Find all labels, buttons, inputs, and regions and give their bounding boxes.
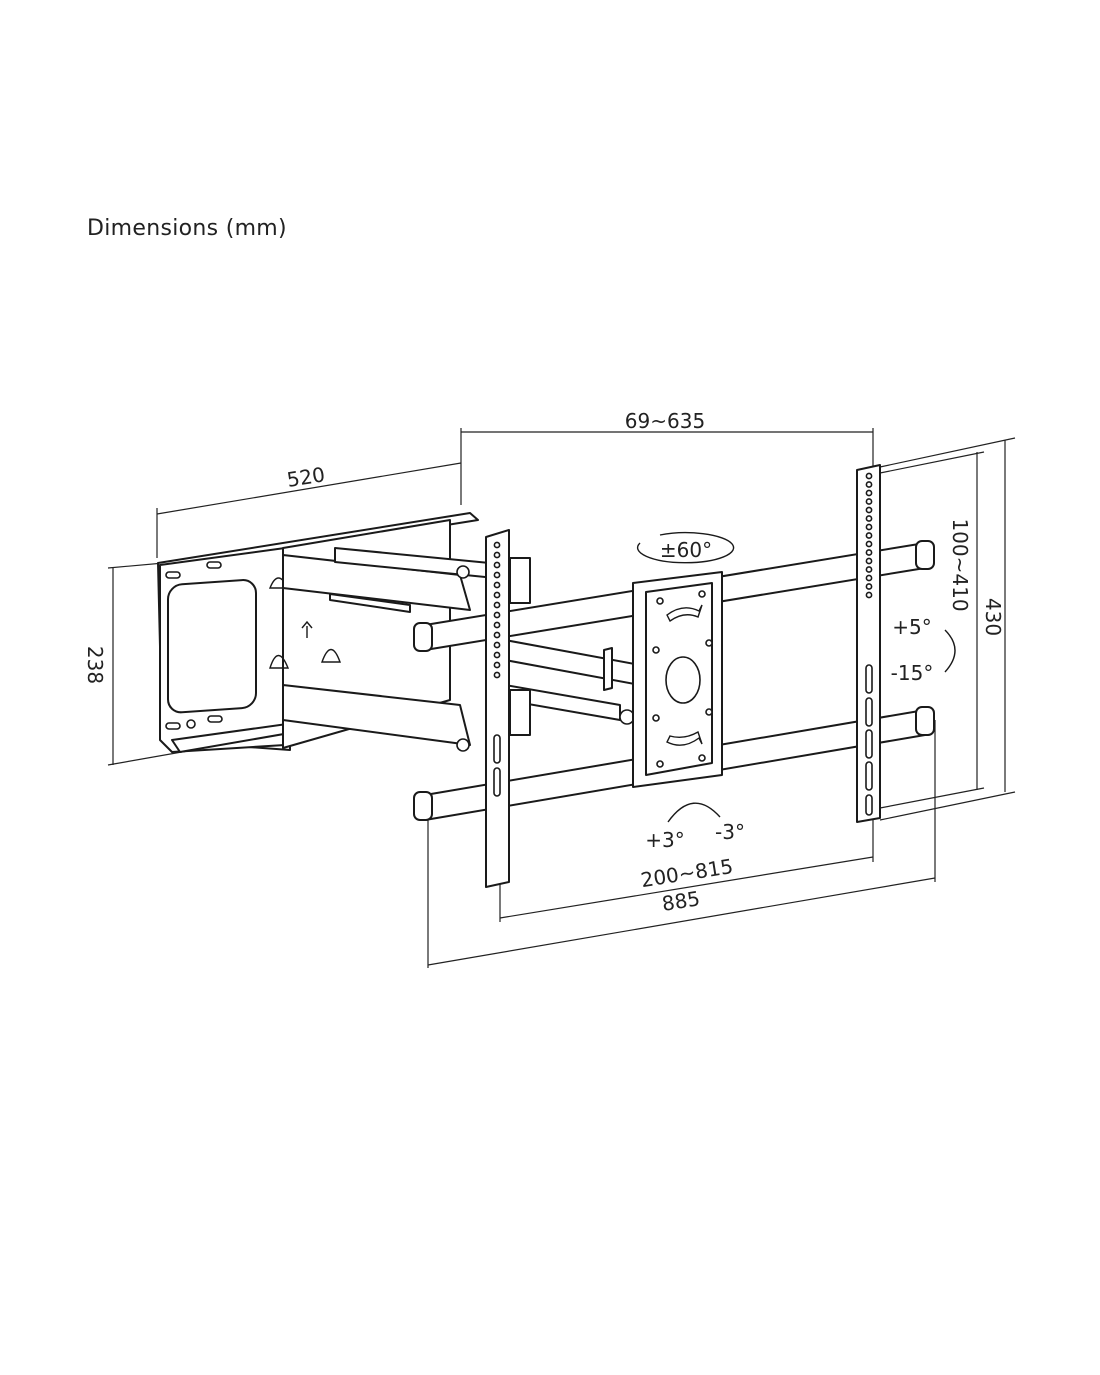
bracket-hole	[493, 541, 501, 549]
angle-rotation-plus: +3°	[645, 828, 684, 852]
bracket-hole	[493, 571, 501, 579]
tilt-arrow-icon	[944, 629, 956, 673]
swivel-arrow-icon	[636, 531, 735, 564]
bracket-hole	[493, 641, 501, 649]
bracket-hole	[493, 581, 501, 589]
bracket-hole	[493, 651, 501, 659]
dim-horizontal-vesa: 200~815	[639, 854, 735, 892]
wall-plate	[157, 512, 479, 753]
bracket-hole	[865, 489, 873, 497]
left-vertical-bracket	[485, 529, 510, 888]
bracket-hole	[493, 551, 501, 559]
bracket-hole	[865, 515, 873, 522]
swing-arms	[282, 547, 641, 752]
bracket-hole	[493, 561, 501, 569]
dim-extension-range: 69~635	[625, 409, 705, 433]
bracket-hole	[493, 661, 501, 669]
angle-swivel: ±60°	[660, 538, 712, 562]
center-tilt-plate	[632, 571, 723, 788]
angle-tilt-down: -15°	[891, 661, 934, 685]
bracket-hole	[493, 591, 501, 599]
dim-vertical-vesa: 100~410	[948, 518, 972, 611]
diagram-title: Dimensions (mm)	[87, 216, 287, 241]
bracket-hole	[865, 583, 873, 590]
dim-overall-width: 885	[660, 886, 701, 916]
dimension-lines	[107, 428, 1016, 968]
bracket-hole	[865, 540, 873, 548]
bracket-hole	[493, 601, 501, 609]
bracket-hole	[865, 506, 873, 514]
right-vertical-bracket	[856, 464, 881, 823]
dim-wall-plate-height: 238	[83, 646, 107, 684]
bracket-hole	[493, 611, 501, 619]
bracket-hole	[865, 472, 873, 480]
up-arrow-icon	[301, 620, 313, 638]
angle-arrows	[636, 531, 956, 823]
bracket-hole	[493, 631, 501, 639]
bracket-hole	[865, 523, 873, 531]
bracket-hole	[865, 591, 873, 599]
bracket-hole	[865, 498, 873, 505]
bracket-hole	[865, 574, 873, 582]
bracket-hole	[865, 532, 873, 539]
rotation-arrow-icon	[667, 802, 721, 823]
bracket-hole	[493, 671, 501, 679]
dim-arm-depth: 520	[285, 462, 326, 492]
dim-overall-height: 430	[981, 598, 1005, 636]
bracket-hole	[865, 557, 873, 565]
bracket-hole	[865, 549, 873, 556]
bracket-hole	[865, 481, 873, 488]
angle-tilt-up: +5°	[892, 615, 931, 639]
angle-rotation-minus: -3°	[715, 820, 745, 844]
bracket-hole	[865, 566, 873, 573]
bracket-hole	[493, 621, 501, 629]
